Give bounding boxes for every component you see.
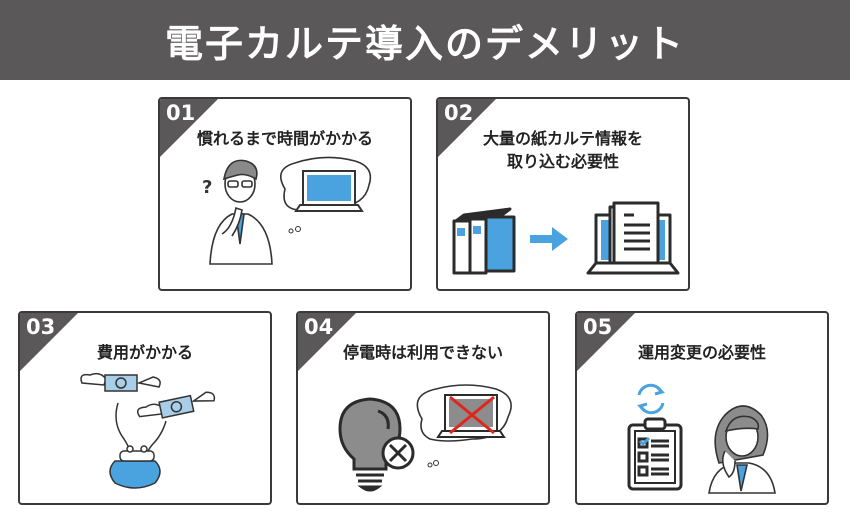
card-number: 01: [166, 101, 196, 125]
card-number: 03: [26, 315, 56, 339]
worried-woman-icon: [708, 405, 776, 494]
refresh-icon: [637, 383, 665, 415]
card-number: 05: [583, 315, 613, 339]
lightbulb-icon: [338, 397, 415, 492]
number-corner: [438, 99, 496, 157]
number-corner: [577, 313, 635, 371]
card-title-line-2: 取り込む必要性: [506, 152, 619, 171]
binders-icon: [452, 207, 516, 275]
number-corner: [160, 99, 218, 157]
laptop-icon: [294, 170, 364, 212]
card-number: 02: [444, 101, 474, 125]
card-05: 05 運用変更の必要性: [575, 311, 829, 505]
paper-to-digital-illustration: [452, 201, 680, 275]
number-corner: [298, 313, 356, 371]
number-corner: [20, 313, 78, 371]
card-01: 01 慣れるまで時間がかかる ?: [158, 97, 412, 291]
card-title: 停電時は利用できない: [342, 343, 503, 362]
winged-bill-icon: [80, 372, 161, 392]
arrow-icon: [530, 227, 568, 251]
confused-man-illustration: ?: [202, 156, 372, 265]
card-title: 大量の紙カルテ情報を 取り込む必要性: [438, 127, 688, 173]
card-04: 04 停電時は利用できない: [296, 311, 550, 505]
page-title: 電子カルテ導入のデメリット: [164, 21, 685, 66]
operational-change-illustration: [627, 383, 776, 494]
card-title-line-1: 大量の紙カルテ情報を: [482, 129, 643, 148]
card-title: 費用がかかる: [96, 343, 193, 362]
card-title: 運用変更の必要性: [637, 343, 766, 362]
clipboard-icon: [627, 417, 683, 491]
card-number: 04: [304, 315, 334, 339]
disabled-laptop-icon: [436, 394, 506, 438]
card-title: 慣れるまで時間がかかる: [196, 129, 373, 148]
question-mark-icon: ?: [202, 177, 212, 198]
winged-bill-icon: [136, 391, 216, 419]
power-outage-illustration: [338, 384, 512, 492]
laptop-documents-icon: [586, 201, 680, 275]
header-banner: 電子カルテ導入のデメリット: [0, 0, 850, 80]
money-flying-illustration: [80, 372, 216, 489]
purse-icon: [109, 445, 161, 489]
card-02: 02 大量の紙カルテ情報を 取り込む必要性: [436, 97, 690, 291]
card-03: 03 費用がかかる: [18, 311, 272, 505]
